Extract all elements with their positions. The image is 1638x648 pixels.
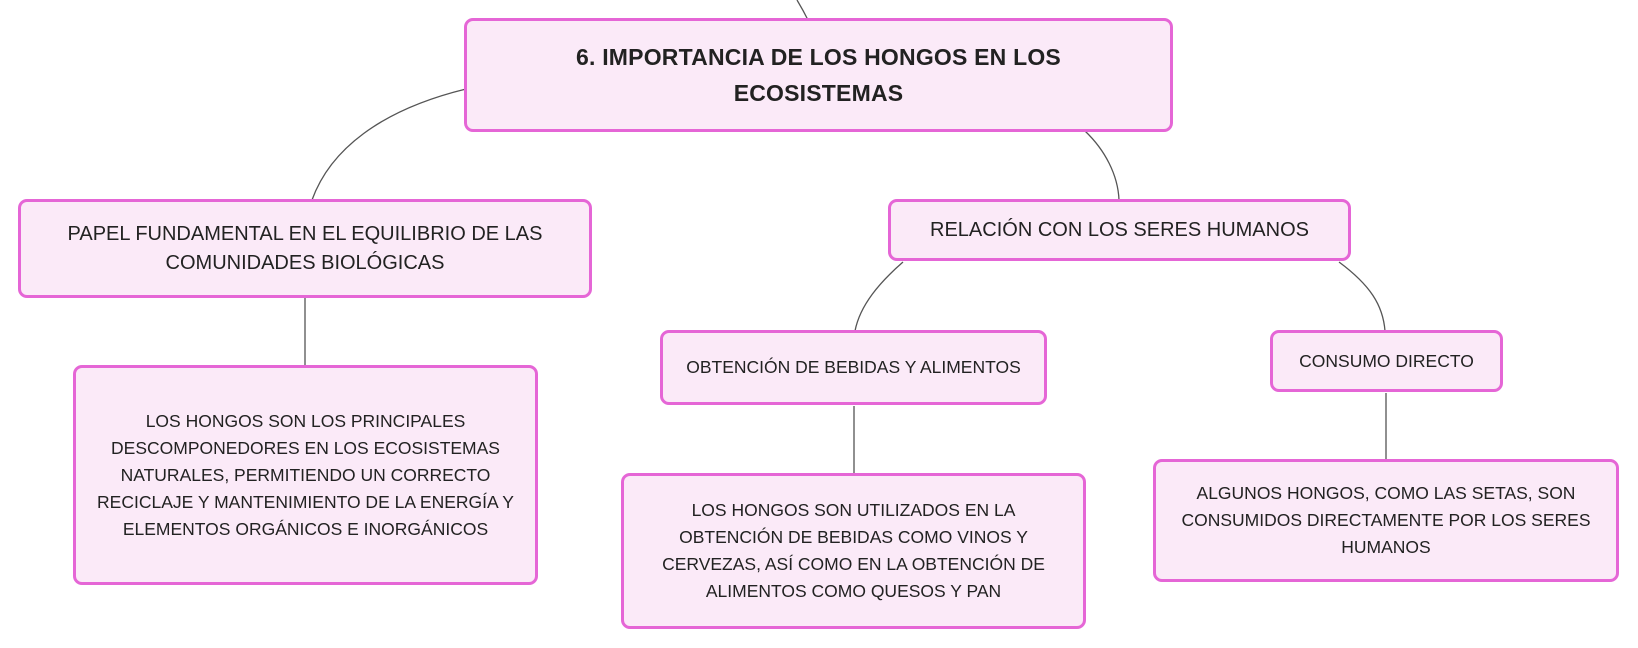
connector-root-to-left <box>311 88 467 201</box>
beverages-detail-text: LOS HONGOS SON UTILIZADOS EN LA OBTENCIÓ… <box>662 500 1045 601</box>
connector-right-to-beverages <box>854 261 904 332</box>
consumption-detail-node[interactable]: ALGUNOS HONGOS, COMO LAS SETAS, SON CONS… <box>1153 459 1619 582</box>
branch-right-label: RELACIÓN CON LOS SERES HUMANOS <box>930 218 1309 241</box>
consumption-detail-text: ALGUNOS HONGOS, COMO LAS SETAS, SON CONS… <box>1181 483 1591 557</box>
branch-left-detail-node[interactable]: LOS HONGOS SON LOS PRINCIPALES DESCOMPON… <box>73 365 538 585</box>
connector-root-to-right <box>1084 130 1120 201</box>
beverages-node[interactable]: OBTENCIÓN DE BEBIDAS Y ALIMENTOS <box>660 330 1047 405</box>
consumption-node[interactable]: CONSUMO DIRECTO <box>1270 330 1503 392</box>
beverages-detail-node[interactable]: LOS HONGOS SON UTILIZADOS EN LA OBTENCIÓ… <box>621 473 1086 629</box>
connector-incoming-root <box>796 0 809 21</box>
root-node[interactable]: 6. IMPORTANCIA DE LOS HONGOS EN LOS ECOS… <box>464 18 1173 132</box>
root-node-label: 6. IMPORTANCIA DE LOS HONGOS EN LOS ECOS… <box>576 44 1061 106</box>
consumption-label: CONSUMO DIRECTO <box>1299 350 1474 371</box>
branch-left-detail-text: LOS HONGOS SON LOS PRINCIPALES DESCOMPON… <box>97 410 514 539</box>
connector-right-to-consumption <box>1338 261 1386 332</box>
branch-right-node[interactable]: RELACIÓN CON LOS SERES HUMANOS <box>888 199 1351 261</box>
beverages-label: OBTENCIÓN DE BEBIDAS Y ALIMENTOS <box>686 357 1021 377</box>
branch-left-node[interactable]: PAPEL FUNDAMENTAL EN EL EQUILIBRIO DE LA… <box>18 199 592 298</box>
branch-left-label: PAPEL FUNDAMENTAL EN EL EQUILIBRIO DE LA… <box>67 222 543 274</box>
